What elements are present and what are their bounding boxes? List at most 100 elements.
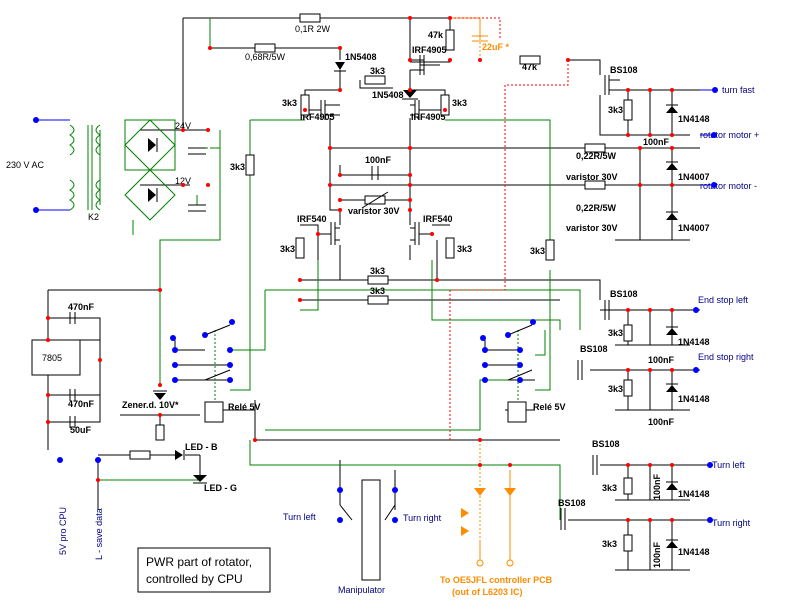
bridge-rectifier-24v [148, 138, 158, 152]
end-left-label: End stop left [698, 295, 749, 305]
bs108-c-symbol [577, 360, 583, 380]
varistor-a-label: varistor 30V [566, 172, 618, 182]
r-3k3-right-top-label: 3k3 [452, 98, 467, 108]
resistor-3k3-cross-a [367, 275, 389, 285]
q-irf4905-left-label: IRF4905 [300, 112, 335, 122]
d-1n4148-c-label: 1N4148 [678, 394, 710, 404]
relay-right-label: Relé 5V [533, 402, 566, 412]
turn-left-out-label: Turn left [712, 460, 745, 470]
regulator-7805 [31, 339, 81, 376]
r-3k3-e [623, 534, 633, 552]
rail-24v-label: 24V [175, 121, 191, 131]
zener-label: Zener.d. 10V* [122, 400, 179, 410]
cap-470nf-top-label: 470nF [68, 302, 95, 312]
r-47k-right-label: 47k [522, 62, 538, 72]
cap-50uf-label: 50uF [70, 425, 92, 435]
d-1n4148-a [666, 104, 678, 113]
relay-right-coil [507, 401, 527, 423]
cap-470nf-top [69, 312, 76, 324]
varistor-b-label: varistor 30V [566, 223, 618, 233]
title-box [137, 547, 271, 593]
r-01r-label: 0,1R 2W [295, 24, 331, 34]
r-3k3-d-label: 3k3 [602, 483, 617, 493]
title-line-2: controlled by CPU [146, 572, 243, 586]
resistor-068r [254, 43, 276, 53]
r-022-b-label: 0,22R/5W [576, 203, 617, 213]
junction-nodes [46, 16, 674, 522]
d-1n4148-e [666, 539, 678, 548]
cap-100nf-bridge [371, 166, 379, 180]
relay-left-label: Relé 5V [228, 402, 261, 412]
d-1n4148-d-label: 1N4148 [678, 489, 710, 499]
led-g-label: LED - G [204, 483, 237, 493]
motor-plus-label: rotator motor + [700, 130, 759, 140]
d-1n5408-top-label: 1N5408 [345, 52, 377, 62]
controller-label-2: (out of L6203 IC) [452, 587, 523, 597]
resistor-47k-top [445, 29, 455, 51]
r-3k3-b [623, 324, 633, 342]
cap-100nf-bridge-label: 100nF [365, 155, 392, 165]
bs108-d-label: BS108 [592, 439, 620, 449]
cap-100nf-c-label: 100nF [648, 417, 675, 427]
r-3k3-b-label: 3k3 [608, 328, 623, 338]
resistor-3k3-right-long [545, 239, 555, 261]
terminal-points [33, 87, 718, 523]
filter-cap-24v [188, 147, 206, 155]
rail-12v-label: 12V [175, 176, 191, 186]
cap-470nf-bottom-label: 470nF [68, 399, 95, 409]
led-b [175, 450, 185, 460]
varistor-bridge-label: varistor 30V [348, 206, 400, 216]
q-irf4905-right-label: IRF4905 [411, 112, 446, 122]
mosfet-irf540-left [318, 222, 340, 245]
r-47k-top-label: 47k [428, 30, 444, 40]
r-3k3-e-label: 3k3 [602, 539, 617, 549]
r-3k3-a-label: 3k3 [608, 105, 623, 115]
resistor-47k-right [519, 55, 541, 65]
d-1n4148-b [666, 326, 678, 335]
d-1n4148-d [666, 481, 678, 490]
controller-label-1: To OE5JFL controller PCB [440, 575, 553, 585]
bs108-d-symbol [592, 455, 598, 475]
transformer-label: K2 [88, 212, 99, 222]
bs108-c-label: BS108 [580, 344, 608, 354]
cap-100nf-e-label: 100nF [652, 541, 662, 568]
q-irf540-right-label: IRF540 [423, 214, 453, 224]
controller-diodes [461, 488, 516, 536]
wires-dotted-red [449, 17, 569, 440]
r-022-a-label: 0,22R/5W [576, 151, 617, 161]
bs108-a-symbol [604, 75, 620, 95]
led-b-label: LED - B [185, 442, 218, 452]
cap-22uf-label: 22uF * [482, 42, 510, 52]
d-1n4007-a-label: 1N4007 [678, 172, 710, 182]
bridge-rectifier-12v [148, 188, 158, 202]
bs108-e-label: BS108 [558, 498, 586, 508]
r-3k3-center-label: 3k3 [370, 66, 385, 76]
bs108-e-symbol [560, 508, 566, 530]
motor-minus-label: rotator motor - [700, 181, 757, 191]
r-3k3-left-bot-label: 3k3 [280, 244, 295, 254]
r-3k3-right-bot-label: 3k3 [457, 244, 472, 254]
cap-100nf-a-label: 100nF [643, 137, 670, 147]
led-g [193, 475, 207, 484]
label-save-data: L - save data [94, 508, 104, 560]
resistor-01r [299, 13, 321, 23]
r-3k3-left-mid-label: 3k3 [230, 162, 245, 172]
cap-50uf [69, 416, 76, 428]
diode-1n5408-top [334, 62, 346, 72]
manipulator-label: Manipulator [338, 585, 385, 595]
d-1n4148-a-label: 1N4148 [678, 114, 710, 124]
d-1n4007-b [666, 211, 678, 220]
r-022-a [584, 143, 606, 153]
label-5v-cpu: 5V pro CPU [58, 507, 68, 555]
resistor-3k3-cross-b [367, 295, 389, 305]
r-022-b [584, 180, 606, 190]
bs108-b-symbol [604, 300, 610, 320]
d-1n4007-b-label: 1N4007 [678, 223, 710, 233]
d-1n5408-mid-label: 1N5408 [372, 90, 404, 100]
mosfet-irf540-right [410, 222, 432, 245]
bs108-a-label: BS108 [610, 65, 638, 75]
cap-470nf-bottom [69, 389, 76, 401]
diode-1n5408-mid [402, 90, 418, 100]
cap-100nf-b-label: 100nF [648, 355, 675, 365]
varistor-bridge [361, 191, 389, 209]
